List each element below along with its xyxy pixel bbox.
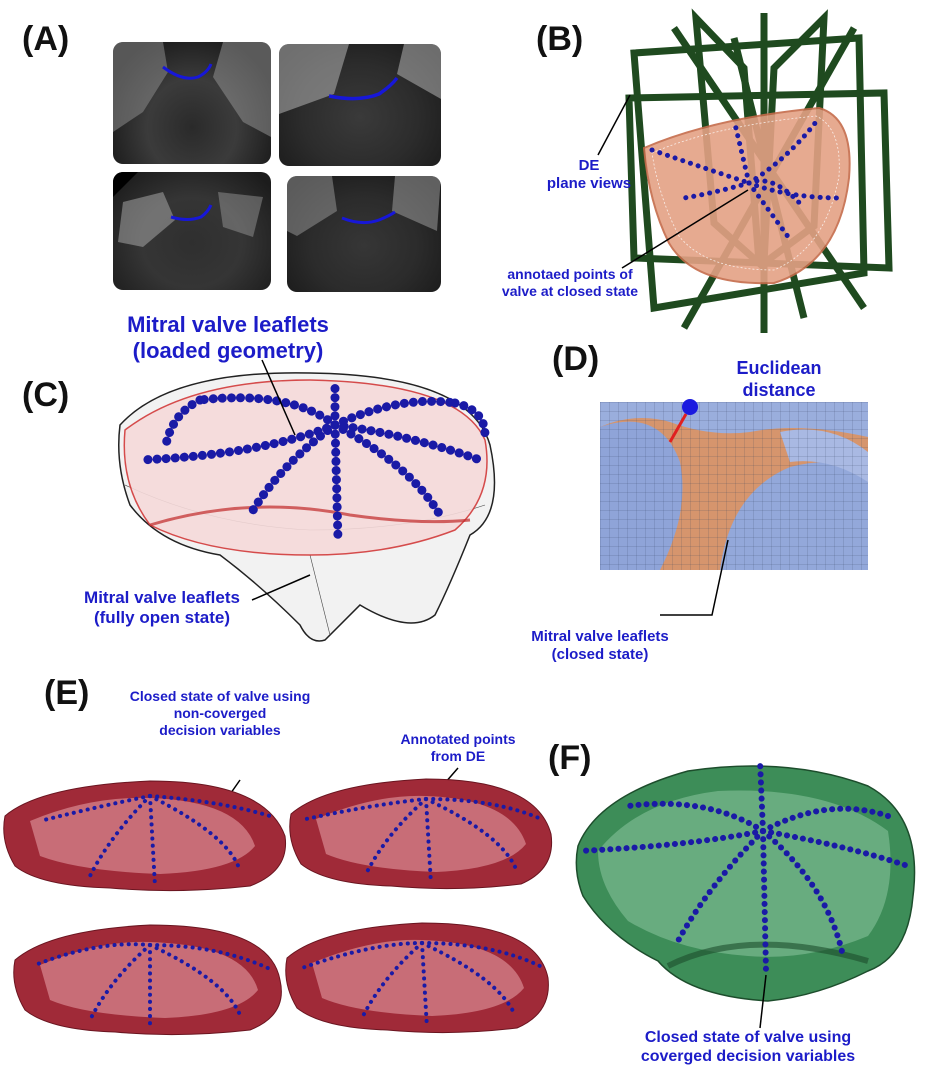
closed-state-label: Mitral valve leaflets (closed state): [531, 628, 669, 663]
annotation-curve: [162, 63, 213, 80]
echo-a2-svg: [279, 44, 441, 114]
annotation-curve: [170, 204, 213, 221]
panel-letter-a: (A): [22, 20, 70, 58]
annotated-points-label: annotaed points of valve at closed state: [501, 266, 639, 299]
panel-letter-b: (B): [536, 20, 584, 58]
closed-surface-figure: [600, 402, 868, 570]
echo-image-a3: [113, 172, 271, 290]
valve-render-e3: [13, 924, 282, 1036]
de-plane-views-label: DE plane views: [546, 157, 632, 192]
annotated-points-de-label: Annotated points from DE: [400, 731, 516, 764]
panel-letter-f: (F): [548, 739, 592, 777]
valve-render-e4: [285, 922, 549, 1034]
target-point-marker: [682, 399, 698, 415]
panel-letter-d: (D): [552, 340, 600, 378]
loaded-valve-figure: [118, 372, 496, 642]
valve-render-e2: [289, 778, 553, 890]
echo-a1-svg: [113, 42, 271, 137]
non-converged-label: Closed state of valve using non-coverged…: [129, 688, 311, 738]
echo-image-a4: [287, 176, 441, 292]
converged-valve-figure: [575, 758, 916, 1002]
valve-render-e1: [3, 780, 287, 892]
converged-label: Closed state of valve using coverged dec…: [640, 1029, 856, 1066]
panel-letter-e: (E): [44, 674, 90, 712]
annotation-points: [304, 797, 543, 886]
annotation-points: [135, 375, 490, 545]
annotation-curve: [341, 210, 396, 225]
fully-open-label: Mitral valve leaflets (fully open state): [84, 588, 240, 628]
annotation-points: [575, 758, 911, 974]
annotation-points: [33, 942, 274, 1032]
euclidean-distance-label: Euclidean distance: [736, 358, 822, 400]
echo-image-a1: [113, 42, 271, 164]
loaded-geometry-label: Mitral valve leaflets (loaded geometry): [127, 312, 329, 364]
echo-image-a2: [279, 44, 441, 166]
annotation-points: [38, 794, 272, 888]
echo-a3-svg: [113, 172, 263, 247]
annotation-curve: [328, 76, 399, 101]
echo-a4-svg: [287, 176, 441, 236]
annotation-points: [300, 941, 542, 1030]
panel-letter-c: (C): [22, 376, 70, 414]
distance-line: [668, 413, 688, 443]
